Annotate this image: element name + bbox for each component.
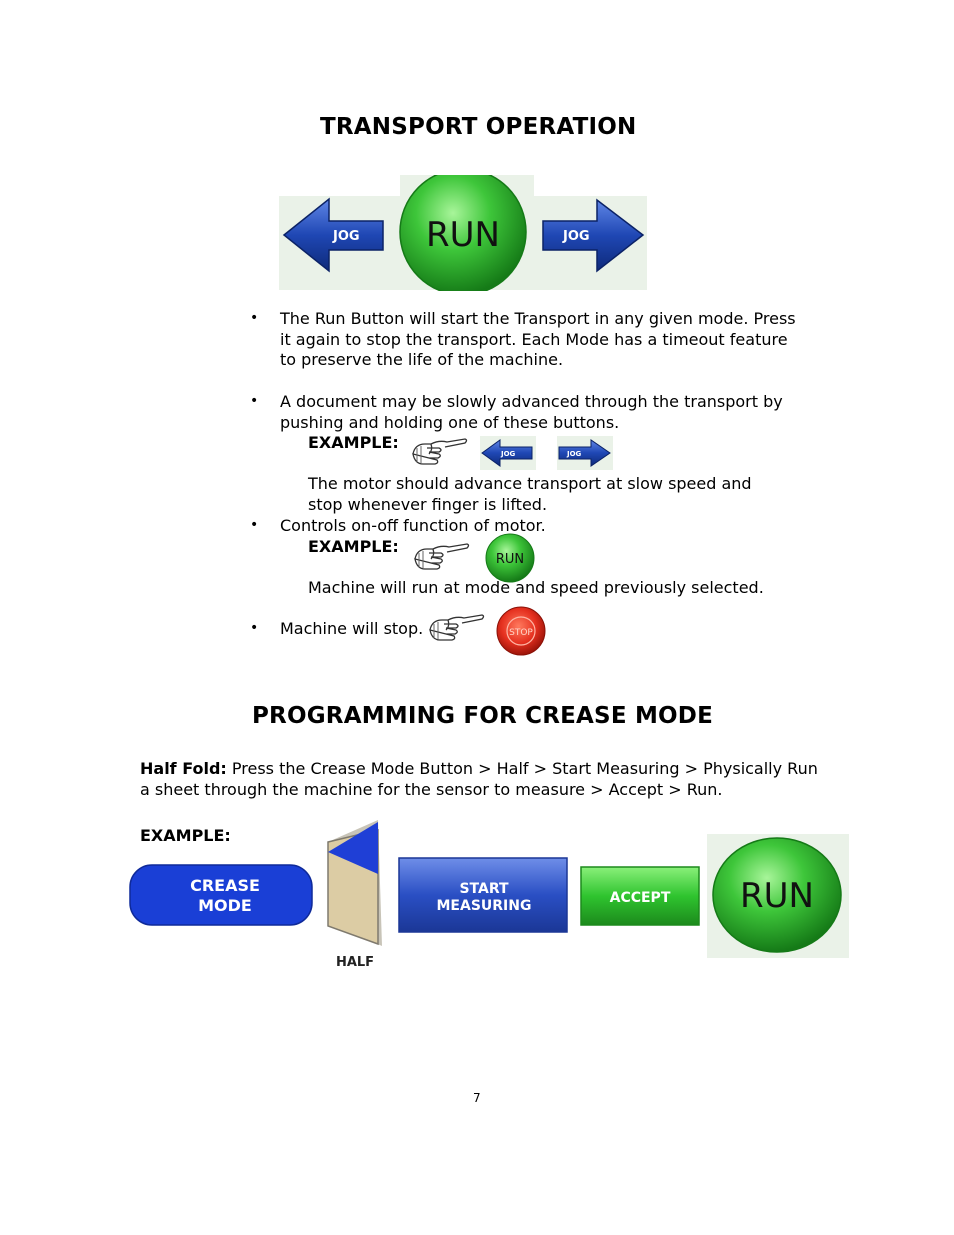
crease-example-label: EXAMPLE:: [140, 826, 231, 845]
bullet-dot: •: [250, 393, 259, 409]
page-number: 7: [473, 1091, 481, 1105]
bullet-dot: •: [250, 517, 259, 533]
crease-label-line2: MODE: [198, 896, 252, 915]
accept-button[interactable]: ACCEPT: [580, 866, 700, 926]
jog-note: The motor should advance transport at sl…: [308, 474, 752, 514]
pointing-hand-icon: [429, 614, 485, 641]
crease-run-label: RUN: [740, 876, 814, 916]
jog-right-label: JOG: [562, 229, 590, 244]
small-jog-right-label: JOG: [566, 450, 582, 458]
pointing-hand-icon: [412, 438, 468, 465]
small-jog-left-button[interactable]: JOG: [480, 436, 536, 470]
accept-label: ACCEPT: [610, 890, 671, 906]
jog-left-label: JOG: [332, 229, 360, 244]
crease-mode-button[interactable]: CREASE MODE: [128, 863, 314, 927]
half-fold-button[interactable]: HALF: [322, 818, 388, 970]
start-label-line1: START: [459, 881, 509, 897]
small-run-button[interactable]: RUN: [482, 533, 538, 583]
half-fold-label: Half Fold:: [140, 759, 227, 778]
stop-button[interactable]: STOP: [492, 605, 550, 657]
transport-heading: TRANSPORT OPERATION: [320, 114, 637, 140]
small-jog-right-button[interactable]: JOG: [557, 436, 613, 470]
bullet-motor-control: Controls on-off function of motor.: [280, 516, 546, 535]
bullet-dot: •: [250, 620, 259, 636]
crease-heading: PROGRAMMING FOR CREASE MODE: [252, 703, 713, 729]
half-fold-instructions: Half Fold: Press the Crease Mode Button …: [140, 759, 820, 800]
start-label-line2: MEASURING: [437, 898, 532, 914]
bullet-machine-stop: Machine will stop.: [280, 619, 424, 638]
jog-left-button[interactable]: JOG: [282, 197, 384, 273]
run-button[interactable]: RUN: [399, 175, 527, 291]
start-measuring-button[interactable]: START MEASURING: [398, 857, 568, 933]
stop-label: STOP: [509, 628, 533, 638]
example-label-jog: EXAMPLE:: [308, 433, 399, 452]
half-fold-text: Press the Crease Mode Button > Half > St…: [140, 759, 818, 799]
crease-run-button[interactable]: RUN: [707, 834, 849, 958]
run-label: RUN: [426, 215, 500, 255]
run-note: Machine will run at mode and speed previ…: [308, 578, 764, 597]
crease-label-line1: CREASE: [190, 876, 260, 895]
bullet-dot: •: [250, 310, 259, 326]
pointing-hand-icon: [414, 543, 470, 570]
transport-buttons-image: JOG RUN JOG: [279, 175, 647, 291]
bullet-run-info: The Run Button will start the Transport …: [280, 309, 796, 370]
example-label-run: EXAMPLE:: [308, 537, 399, 556]
bullet-jog-info: A document may be slowly advanced throug…: [280, 392, 783, 432]
jog-right-button[interactable]: JOG: [542, 198, 645, 273]
small-run-label: RUN: [496, 552, 524, 567]
half-label: HALF: [336, 955, 374, 970]
small-jog-left-label: JOG: [500, 450, 516, 458]
